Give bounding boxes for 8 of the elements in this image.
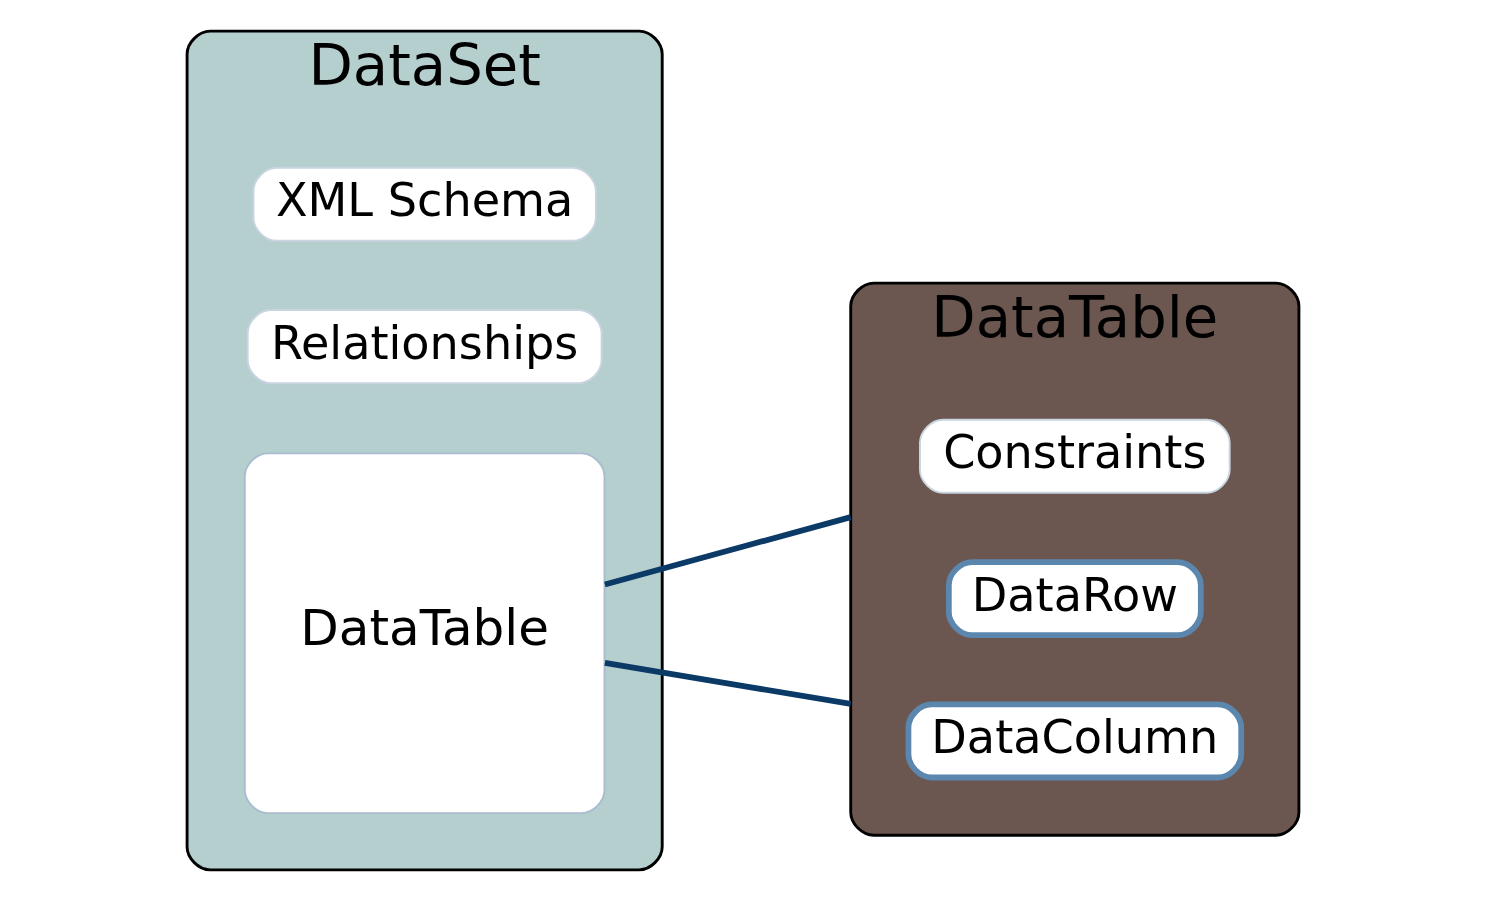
connector [604, 514, 852, 588]
node-box: XML Schema [252, 166, 597, 242]
connector [604, 660, 852, 707]
node-box: DataTable [243, 452, 606, 815]
node-box: DataRow [945, 559, 1204, 639]
node-box: DataColumn [905, 701, 1245, 781]
node-box: Relationships [246, 309, 603, 385]
node-box: Constraints [919, 418, 1231, 494]
